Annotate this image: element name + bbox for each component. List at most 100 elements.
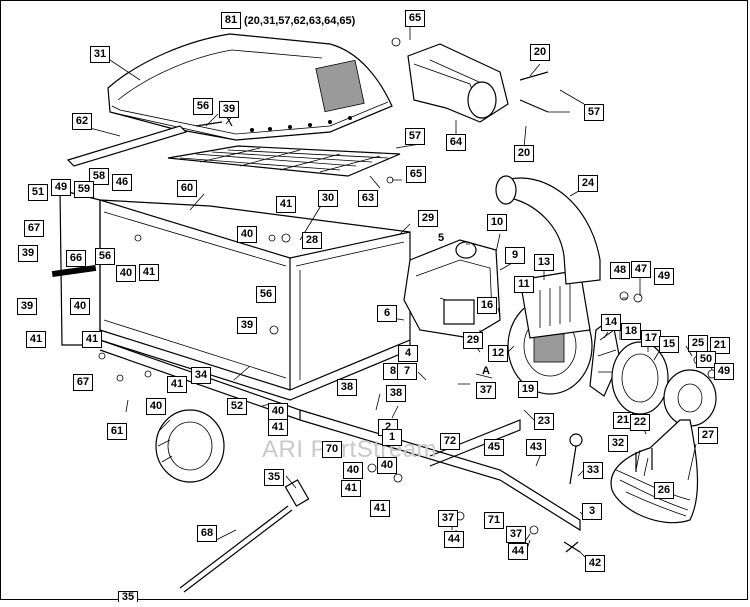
- callout-31[interactable]: 31: [90, 46, 110, 63]
- callout-27[interactable]: 27: [698, 427, 718, 444]
- callout-66[interactable]: 66: [66, 250, 86, 267]
- callout-67[interactable]: 67: [24, 220, 44, 237]
- callout-40[interactable]: 40: [237, 226, 257, 243]
- callout-41-d[interactable]: 41: [82, 331, 102, 348]
- callout-24[interactable]: 24: [578, 175, 598, 192]
- callout-28[interactable]: 28: [302, 232, 322, 249]
- callout-5[interactable]: 5: [438, 232, 445, 244]
- callout-7[interactable]: 7: [397, 363, 417, 380]
- callout-64[interactable]: 64: [446, 134, 466, 151]
- callout-42[interactable]: 42: [585, 555, 605, 572]
- callout-39-b[interactable]: 39: [18, 245, 38, 262]
- callout-11[interactable]: 11: [514, 276, 534, 293]
- callout-41-f[interactable]: 41: [268, 419, 288, 436]
- callout-20[interactable]: 20: [530, 44, 550, 61]
- callout-40-b[interactable]: 40: [116, 265, 136, 282]
- callout-67-b[interactable]: 67: [73, 374, 93, 391]
- eyebolt-drawing: [569, 433, 583, 485]
- callout-65[interactable]: 65: [405, 10, 425, 27]
- callout-38-b[interactable]: 38: [386, 385, 406, 402]
- callout-71[interactable]: 71: [484, 512, 504, 529]
- callout-40-d[interactable]: 40: [146, 398, 166, 415]
- callout-22[interactable]: 22: [630, 414, 650, 431]
- callout-10[interactable]: 10: [487, 214, 507, 231]
- callout-9[interactable]: 9: [505, 247, 525, 264]
- callout-49-b[interactable]: 49: [654, 268, 674, 285]
- callout-34[interactable]: 34: [191, 367, 211, 384]
- callout-72[interactable]: 72: [440, 433, 460, 450]
- callout-41-b[interactable]: 41: [139, 264, 159, 281]
- callout-30[interactable]: 30: [318, 190, 338, 207]
- callout-37-b[interactable]: 37: [438, 510, 458, 527]
- callout-57-b[interactable]: 57: [405, 128, 425, 145]
- callout-44-b[interactable]: 44: [508, 543, 528, 560]
- callout-56[interactable]: 56: [193, 98, 213, 115]
- callout-56-c[interactable]: 56: [256, 286, 276, 303]
- callout-40-c[interactable]: 40: [70, 298, 90, 315]
- callout-37-c[interactable]: 37: [506, 526, 526, 543]
- callout-15[interactable]: 15: [659, 336, 679, 353]
- callout-40-e[interactable]: 40: [268, 403, 288, 420]
- callout-48[interactable]: 48: [610, 262, 630, 279]
- callout-49-c[interactable]: 49: [714, 363, 734, 380]
- callout-37[interactable]: 37: [476, 382, 496, 399]
- callout-3[interactable]: 3: [582, 503, 602, 520]
- callout-4[interactable]: 4: [398, 345, 418, 362]
- callout-63[interactable]: 63: [358, 190, 378, 207]
- callout-50[interactable]: 50: [696, 351, 716, 368]
- callout-49[interactable]: 49: [51, 179, 71, 196]
- callout-51[interactable]: 51: [28, 184, 48, 201]
- callout-13[interactable]: 13: [534, 254, 554, 271]
- callout-12[interactable]: 12: [488, 345, 508, 362]
- callout-60[interactable]: 60: [177, 180, 197, 197]
- callout-40-g[interactable]: 40: [377, 457, 397, 474]
- callout-19[interactable]: 19: [518, 381, 538, 398]
- callout-43[interactable]: 43: [526, 439, 546, 456]
- callout-41-h[interactable]: 41: [370, 500, 390, 517]
- callout-17[interactable]: 17: [641, 330, 661, 347]
- callout-70[interactable]: 70: [322, 441, 342, 458]
- callout-6[interactable]: 6: [377, 305, 397, 322]
- callout-26[interactable]: 26: [654, 482, 674, 499]
- callout-38[interactable]: 38: [337, 379, 357, 396]
- callout-65-b[interactable]: 65: [406, 166, 426, 183]
- callout-39-c[interactable]: 39: [17, 298, 37, 315]
- callout-1[interactable]: 1: [382, 429, 402, 446]
- callout-41[interactable]: 41: [276, 196, 296, 213]
- callout-68[interactable]: 68: [197, 525, 217, 542]
- callout-47[interactable]: 47: [631, 261, 651, 278]
- callout-32[interactable]: 32: [608, 435, 628, 452]
- callout-29[interactable]: 29: [418, 210, 438, 227]
- callout-44[interactable]: 44: [444, 531, 464, 548]
- callout-59[interactable]: 59: [74, 181, 94, 198]
- callout-41-e[interactable]: 41: [167, 376, 187, 393]
- callout-39-d[interactable]: 39: [237, 317, 257, 334]
- callout-46[interactable]: 46: [112, 174, 132, 191]
- callout-81[interactable]: 81: [221, 12, 241, 29]
- callout-29-b[interactable]: 29: [463, 332, 483, 349]
- callout-23[interactable]: 23: [534, 413, 554, 430]
- callout-62[interactable]: 62: [72, 113, 92, 130]
- callout-41-c[interactable]: 41: [26, 331, 46, 348]
- callout-52[interactable]: 52: [227, 398, 247, 415]
- callout-61[interactable]: 61: [107, 423, 127, 440]
- callout-21[interactable]: 21: [710, 337, 730, 354]
- callout-35[interactable]: 35: [264, 469, 284, 486]
- callout-39[interactable]: 39: [219, 101, 239, 118]
- hood-cover-drawing: [107, 33, 393, 141]
- pin-drawing: [284, 479, 310, 507]
- callout-25[interactable]: 25: [688, 335, 708, 352]
- callout-16[interactable]: 16: [477, 297, 497, 314]
- callout-21-b[interactable]: 21: [613, 412, 633, 429]
- callout-35-b[interactable]: 35: [118, 591, 138, 603]
- callout-14[interactable]: 14: [601, 314, 621, 331]
- callout-33[interactable]: 33: [583, 462, 603, 479]
- callout-45[interactable]: 45: [484, 439, 504, 456]
- callout-56-b[interactable]: 56: [95, 248, 115, 265]
- callout-40-f[interactable]: 40: [343, 462, 363, 479]
- callout-41-g[interactable]: 41: [341, 480, 361, 497]
- callout-20-b[interactable]: 20: [514, 145, 534, 162]
- callout-57[interactable]: 57: [584, 104, 604, 121]
- callout-18[interactable]: 18: [621, 323, 641, 340]
- callout-58[interactable]: 58: [89, 168, 109, 185]
